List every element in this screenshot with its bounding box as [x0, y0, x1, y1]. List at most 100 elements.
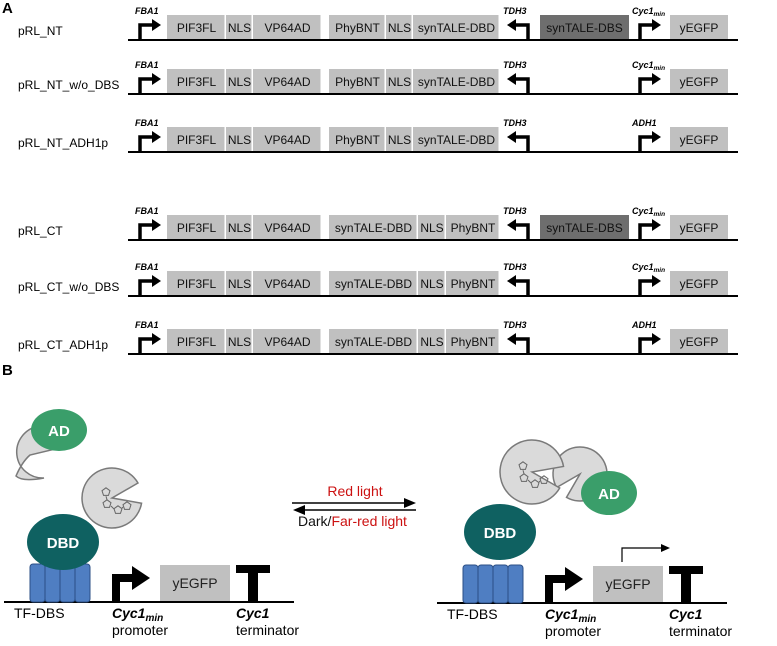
construct-name: pRL_NT: [18, 24, 63, 38]
reporter-label: yEGFP: [680, 221, 719, 235]
ad-cassette-box-2: [253, 271, 321, 295]
reporter-promoter-arrow-stem: [638, 337, 653, 354]
construct-name: pRL_CT_w/o_DBS: [18, 280, 119, 294]
promoter-tdh3-label: TDH3: [503, 118, 527, 128]
reporter-box: [670, 15, 728, 39]
reporter-promoter-subscript: min: [654, 267, 666, 274]
chromophore-ring: [122, 501, 132, 510]
reporter-box: [670, 69, 728, 93]
ad-cassette-label-0: PIF3FL: [177, 75, 217, 89]
ad-cassette-label-0: PIF3FL: [177, 277, 217, 291]
ad-cassette-label-2: VP64AD: [264, 75, 310, 89]
reporter-box: [670, 271, 728, 295]
promoter-tdh3-arrow-head: [507, 333, 516, 345]
dbd-cassette-box-2: [446, 215, 499, 239]
ad-cassette-box-2: [253, 127, 321, 151]
reporter-label: yEGFP: [680, 335, 719, 349]
yegfp-box: [593, 566, 663, 602]
dbd-cassette-label-2: PhyBNT: [451, 277, 496, 291]
promoter-fba1-arrow-head: [152, 219, 161, 231]
dbd-domain-bound: [464, 504, 536, 560]
promoter-fba1-label: FBA1: [135, 6, 159, 16]
promoter-fba1-arrow-head: [152, 333, 161, 345]
promoter-tdh3-arrow-head: [507, 131, 516, 143]
chromophore-ring: [539, 475, 549, 484]
reporter-promoter-label: ADH1: [631, 118, 657, 128]
dbd-cassette-box-1: [418, 271, 445, 295]
cyc1-terminator-name: Cyc1: [236, 605, 270, 621]
dbd-cassette-box-2: [446, 271, 499, 295]
dbd-cassette-label-0: synTALE-DBD: [335, 335, 412, 349]
reverse-arrow-head: [293, 505, 305, 515]
tf-dbs-block: [477, 564, 494, 604]
construct-name: pRL_CT: [18, 224, 63, 238]
reporter-promoter-label: Cyc1min: [632, 206, 665, 218]
dbd-cassette-label-0: PhyBNT: [335, 75, 380, 89]
promoter-tdh3-arrow-stem: [515, 223, 530, 240]
cyc1-promoter-subscript: min: [578, 614, 596, 625]
reporter-promoter-arrow-stem: [638, 135, 653, 152]
forward-arrow-head: [404, 498, 416, 508]
promoter-fba1-arrow-head: [152, 131, 161, 143]
dbd-cassette-label-1: NLS: [420, 277, 443, 291]
tf-dbs-block: [462, 564, 479, 604]
reporter-promoter-subscript: min: [654, 11, 666, 18]
cyc1-promoter-arrow-stem: [545, 575, 567, 603]
phyb-photoreceptor: [81, 467, 143, 529]
dbd-cassette-box-1: [418, 215, 445, 239]
chromophore-link: [105, 496, 124, 510]
promoter-tdh3-arrow-stem: [515, 23, 530, 40]
promoter-fba1-arrow-head: [152, 275, 161, 287]
promoter-tdh3-label: TDH3: [503, 60, 527, 70]
tf-dbs-block: [492, 564, 509, 604]
ad-cassette-label-2: VP64AD: [264, 133, 310, 147]
dbd-domain: [27, 514, 99, 570]
dbd-cassette-box-1: [386, 69, 412, 93]
reporter-box: [670, 127, 728, 151]
promoter-tdh3-label: TDH3: [503, 206, 527, 216]
promoter-fba1-arrow-stem: [138, 77, 153, 94]
dark-label: Dark/Far-red light: [298, 513, 407, 529]
dbd-cassette-box-0: [329, 215, 417, 239]
promoter-fba1-arrow-stem: [138, 337, 153, 354]
reporter-label: yEGFP: [680, 21, 719, 35]
dbs-box: [540, 215, 629, 239]
yegfp-label: yEGFP: [605, 576, 650, 592]
dbd-cassette-label-2: PhyBNT: [451, 335, 496, 349]
dbd-cassette-label-2: synTALE-DBD: [418, 133, 495, 147]
ad-cassette-box-2: [253, 329, 321, 353]
promoter-fba1-label: FBA1: [135, 320, 159, 330]
ad-cassette-box-0: [167, 329, 225, 353]
ad-cassette-box-0: [167, 127, 225, 151]
reporter-box: [670, 215, 728, 239]
ad-label-bound: AD: [598, 486, 620, 503]
cyc1-terminator-name: Cyc1: [669, 606, 703, 622]
reporter-promoter-label: ADH1: [631, 320, 657, 330]
ad-cassette-label-1: NLS: [228, 221, 251, 235]
yegfp-label: yEGFP: [172, 575, 217, 591]
chromophore-ring: [102, 499, 112, 508]
dbd-cassette-box-1: [418, 329, 445, 353]
reporter-promoter-arrow-stem: [638, 223, 653, 240]
reporter-promoter-arrow-head: [652, 73, 661, 85]
tf-dbs-label: TF-DBS: [447, 606, 498, 622]
yegfp-box: [160, 565, 230, 601]
promoter-fba1-label: FBA1: [135, 206, 159, 216]
promoter-tdh3-arrow-head: [507, 275, 516, 287]
tf-dbs-block: [29, 563, 46, 603]
promoter-tdh3-arrow-head: [507, 73, 516, 85]
dbd-cassette-label-0: PhyBNT: [335, 133, 380, 147]
tf-dbs-block: [74, 563, 91, 603]
promoter-tdh3-label: TDH3: [503, 6, 527, 16]
reporter-label: yEGFP: [680, 75, 719, 89]
promoter-fba1-label: FBA1: [135, 262, 159, 272]
ad-cassette-box-0: [167, 15, 225, 39]
dbd-cassette-box-0: [329, 127, 385, 151]
reporter-promoter-label: Cyc1min: [632, 60, 665, 72]
terminator-stem: [681, 566, 691, 603]
